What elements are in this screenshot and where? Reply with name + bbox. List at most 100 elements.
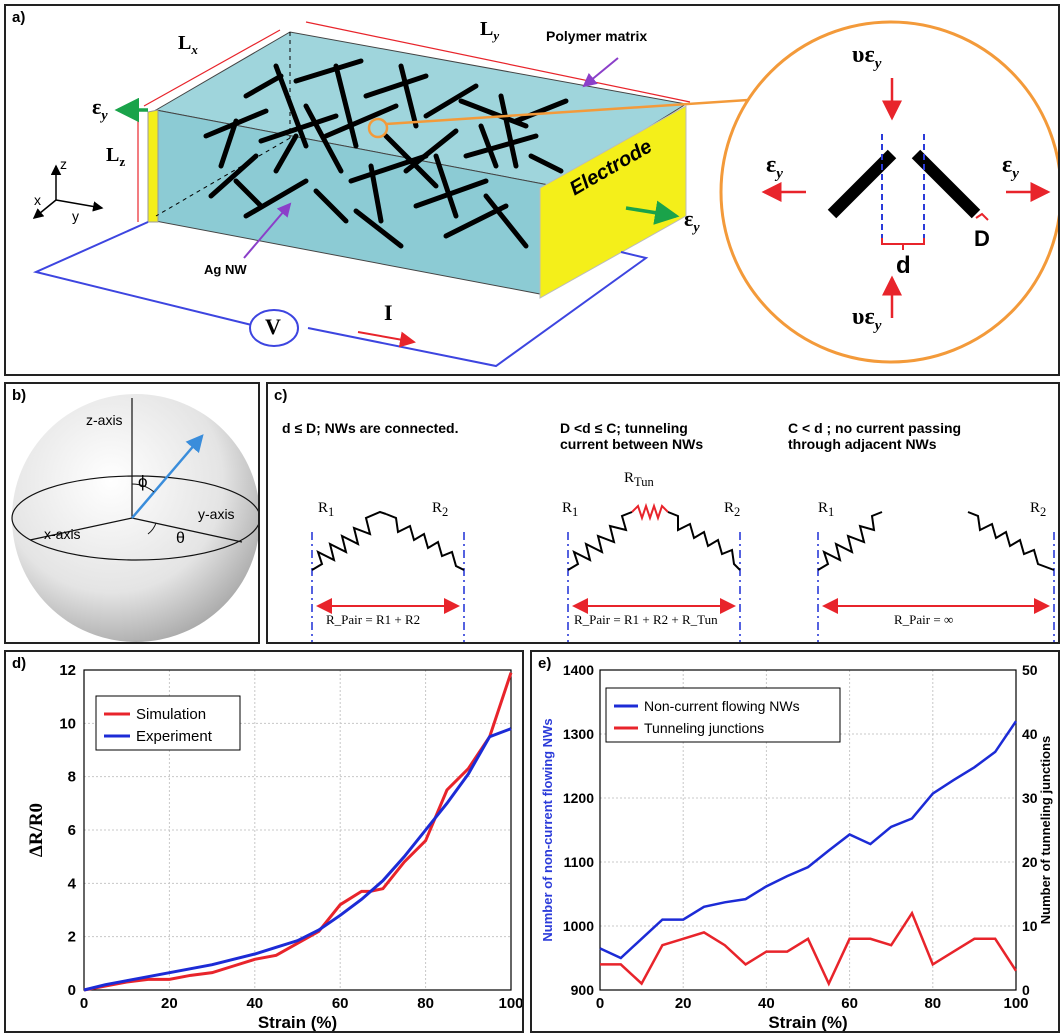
x-tick-label: 40 <box>246 995 263 1012</box>
y-left-tick-label: 1100 <box>564 854 595 870</box>
y-right-axis-title: Number of tunneling junctions <box>1038 736 1053 925</box>
y-tick-label: 4 <box>68 875 77 892</box>
plot-frame <box>83 669 512 991</box>
theta-label: θ <box>176 530 185 547</box>
y-left-tick-label: 1400 <box>563 662 594 678</box>
panel-c: c) d ≤ D; NWs are connected. D <d ≤ C; t… <box>266 382 1060 644</box>
y-tick-label: 8 <box>68 769 76 786</box>
y-left-tick-label: 1000 <box>563 918 594 934</box>
y-tick-label: 12 <box>59 662 76 679</box>
legend-label: Simulation <box>136 706 206 723</box>
panel-b: b) z-axis x-axis y-axis ϕ θ <box>4 382 260 644</box>
sphere-figure <box>11 394 258 642</box>
panel-e: e) 0 20 40 60 80 100 900 1000 1100 1200 1300 1400 0 1… <box>530 650 1060 1033</box>
y-axis-title: ΔR/R0 <box>26 803 47 857</box>
y-left-axis-title: Number of non-current flowing NWs <box>540 718 555 941</box>
strain-right-label: εy <box>684 206 700 236</box>
series-line-experiment <box>83 727 512 992</box>
panel-a-label: a) <box>12 9 26 26</box>
x-tick-label: 80 <box>924 995 941 1012</box>
y-right-tick-label: 20 <box>1022 854 1038 870</box>
case2-r1-label: R1 <box>562 500 579 519</box>
voltage-label: V <box>265 314 281 339</box>
strain-left-label: εy <box>92 94 108 124</box>
legend-label: Tunneling junctions <box>644 720 764 736</box>
case2-equation: R_Pair = R1 + R2 + R_Tun <box>574 612 718 627</box>
panel-b-label: b) <box>12 387 27 404</box>
y-left-tick-label: 900 <box>571 982 595 998</box>
ag-nw-label: Ag NW <box>204 262 247 277</box>
case1-title: d ≤ D; NWs are connected. <box>282 420 459 436</box>
panel-a-figure <box>32 20 1058 368</box>
y-tick-label: 2 <box>68 929 76 946</box>
x-axis-title: Strain (%) <box>768 1013 847 1032</box>
legend-box <box>605 687 841 743</box>
panel-c-label: c) <box>274 387 288 404</box>
legend-label: Non-current flowing NWs <box>644 698 800 714</box>
label-Lz: Lz <box>106 144 126 169</box>
polymer-matrix-label: Polymer matrix <box>546 28 648 44</box>
phi-label: ϕ <box>138 472 148 491</box>
x-tick-label: 20 <box>161 995 178 1012</box>
y-right-tick-label: 0 <box>1022 982 1030 998</box>
case1-equation: R_Pair = R1 + R2 <box>326 612 421 627</box>
electrode-right <box>539 105 687 299</box>
case3-r1-label: R1 <box>818 500 835 519</box>
case2-rtun-label: RTun <box>624 470 654 489</box>
x-tick-label: 40 <box>758 995 775 1012</box>
nanowires <box>203 58 569 249</box>
y-right-tick-label: 30 <box>1022 790 1038 806</box>
x-tick-label: 0 <box>80 995 88 1012</box>
current-label: I <box>384 300 393 325</box>
inset-D-label: D <box>974 226 990 251</box>
inset-left-strain: εy <box>766 152 783 182</box>
panel-a: a) <box>4 4 1060 376</box>
x-tick-label: 80 <box>417 995 434 1012</box>
y-tick-label: 10 <box>59 715 76 732</box>
legend-box <box>95 695 241 751</box>
case1-r1-label: R1 <box>318 500 335 519</box>
x-tick-label: 0 <box>596 995 604 1012</box>
y-right-tick-label: 40 <box>1022 726 1038 742</box>
y-tick-label: 6 <box>68 822 76 839</box>
case3-r2-label: R2 <box>1030 500 1047 519</box>
x-axis-title: Strain (%) <box>258 1013 337 1032</box>
axis-x-label: x <box>34 192 41 208</box>
series-line-right <box>600 910 1018 987</box>
panel-e-label: e) <box>538 655 552 672</box>
x-tick-label: 100 <box>498 995 523 1012</box>
y-left-tick-label: 1200 <box>563 790 594 806</box>
inset-d-label: d <box>896 252 911 279</box>
legend-label: Experiment <box>136 728 213 745</box>
axis-z-label: z <box>60 156 67 172</box>
electrode-left <box>147 109 159 223</box>
panel-d-label: d) <box>12 655 27 672</box>
case2-r2-label: R2 <box>724 500 741 519</box>
x-tick-label: 60 <box>841 995 858 1012</box>
plot-frame <box>599 669 1017 991</box>
y-right-tick-label: 10 <box>1022 918 1038 934</box>
axis-y-label: y <box>72 208 79 224</box>
sphere <box>12 394 258 642</box>
series-line-left <box>599 720 1018 960</box>
x-tick-label: 100 <box>1003 995 1028 1012</box>
case1-r2-label: R2 <box>432 500 449 519</box>
case3-equation: R_Pair = ∞ <box>894 612 954 627</box>
z-axis-label: z-axis <box>86 412 123 428</box>
y-axis-label: y-axis <box>198 506 235 522</box>
x-tick-label: 60 <box>332 995 349 1012</box>
x-axis-label: x-axis <box>44 526 81 542</box>
y-left-tick-label: 1300 <box>563 726 594 742</box>
y-tick-label: 0 <box>68 982 76 999</box>
inset-right-strain: εy <box>1002 152 1019 182</box>
y-right-tick-label: 50 <box>1022 662 1038 678</box>
resistor-diagrams <box>311 502 1055 642</box>
inset-top-strain: υεy <box>852 42 882 72</box>
label-Ly: Ly <box>480 18 500 43</box>
inset-bottom-strain: υεy <box>852 304 882 334</box>
